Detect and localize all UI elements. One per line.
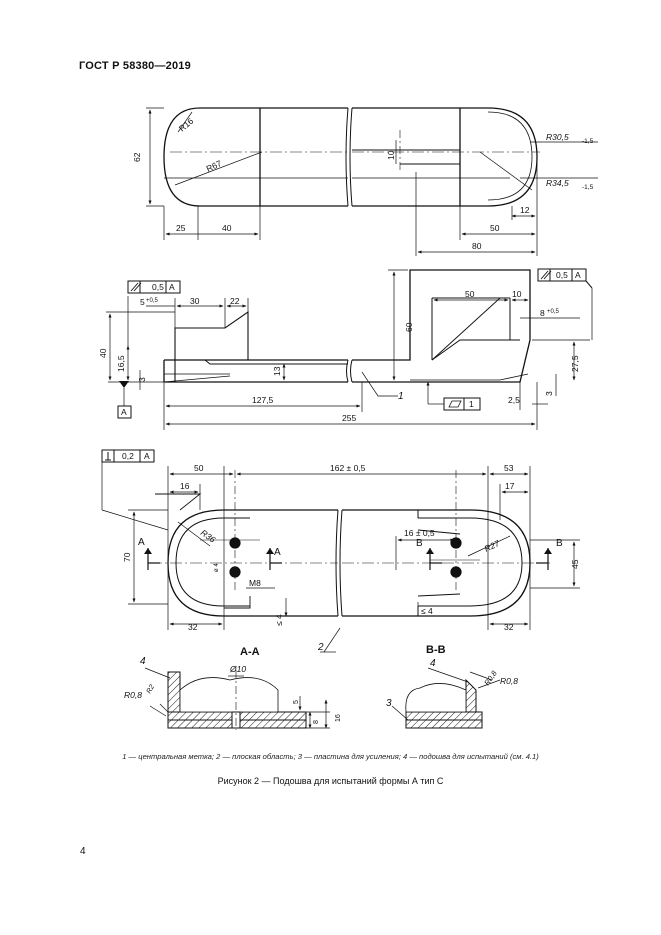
dim-r16: R16 — [177, 116, 196, 134]
page-number: 4 — [80, 846, 86, 857]
dim-45: 45 — [570, 559, 580, 569]
plan-datum: A — [144, 451, 150, 461]
radius-aa: R0,8 — [124, 690, 142, 700]
radius-r2: R2 — [146, 684, 157, 695]
dim-13: 13 — [272, 366, 282, 376]
flatness-frame — [443, 397, 481, 411]
standard-header: ГОСТ Р 58380—2019 — [79, 60, 191, 72]
plan-view-labels: 0,2 A 50 162 ± 0,5 53 16 17 R36 R27 16 ±… — [122, 451, 580, 653]
dim-30: 30 — [190, 296, 200, 306]
section-bb-title: B-B — [426, 644, 446, 656]
dim-16: 16 — [180, 481, 190, 491]
dim-17: 17 — [505, 481, 515, 491]
radius-bb-2: R0,8 — [500, 676, 518, 686]
dim-80: 80 — [472, 241, 482, 251]
callout-1: 1 — [398, 391, 404, 402]
tolerance-frame-left — [127, 280, 181, 294]
dim-r67: R67 — [205, 158, 224, 174]
section-b-right: B — [556, 538, 563, 549]
dim-8-sup: +0,5 — [547, 309, 560, 315]
dim-162: 162 ± 0,5 — [330, 463, 366, 473]
side-view-frames — [117, 268, 593, 419]
dim-16: 16 — [335, 714, 342, 722]
tol-right: 0,5 — [556, 270, 568, 280]
dim-12: 12 — [520, 205, 530, 215]
dim-50: 50 — [194, 463, 204, 473]
section-a-right: A — [274, 547, 281, 558]
dim-3: 3 — [137, 377, 147, 382]
dim-255: 255 — [342, 413, 356, 423]
radius-bb-1: R0,8 — [482, 668, 499, 687]
dim-25: 25 — [176, 223, 186, 233]
top-view — [146, 107, 598, 256]
callout-2: 2 — [317, 642, 324, 653]
dim-5: 5 — [140, 297, 145, 307]
plan-view — [101, 460, 580, 653]
dim-5: 5 — [293, 700, 300, 704]
side-view — [106, 269, 593, 430]
figure-caption: Рисунок 2 — Подошва для испытаний формы … — [217, 776, 444, 786]
dim-le4-right: ≤ 4 — [421, 606, 433, 616]
dim-8: 8 — [313, 720, 320, 724]
datum-left: A — [169, 282, 175, 292]
dim-22: 22 — [230, 296, 240, 306]
dim-127-5: 127,5 — [252, 395, 274, 405]
side-view-labels: 0,5 A 0,5 A +0,5 5 30 22 40 16,5 3 13 12… — [98, 270, 581, 423]
dim-40: 40 — [98, 348, 108, 358]
tol-left: 0,5 — [152, 282, 164, 292]
dim-32-left: 32 — [188, 622, 198, 632]
top-view-labels: R16 R67 62 10 R30,5 -1,5 R34,5 -1,5 25 4… — [132, 116, 594, 251]
callout-3: 3 — [386, 698, 392, 709]
dim-40: 40 — [222, 223, 232, 233]
section-aa — [144, 667, 330, 730]
plan-view-frames — [101, 449, 155, 463]
flatness-value: 1 — [469, 399, 474, 409]
callout-4-bb: 4 — [430, 658, 436, 669]
dim-60: 60 — [404, 322, 414, 332]
figure-legend: 1 — центральная метка; 2 — плоская облас… — [122, 752, 539, 761]
dim-50: 50 — [490, 223, 500, 233]
dim-r27: R27 — [483, 538, 502, 554]
dim-50: 50 — [465, 289, 475, 299]
dim-5-sup: +0,5 — [146, 298, 159, 304]
dim-r30-tol: -1,5 — [582, 138, 594, 145]
dim-62: 62 — [132, 152, 142, 162]
section-a-left: A — [138, 537, 145, 548]
callout-4-aa: 4 — [140, 656, 146, 667]
dim-r34: R34,5 — [546, 178, 569, 188]
dim-r30: R30,5 — [546, 132, 569, 142]
dim-70: 70 — [122, 552, 132, 562]
section-aa-title: A-A — [240, 646, 260, 658]
dim-le4-left: ≤ 4 — [274, 614, 284, 626]
dim-phi4: ø 4 — [214, 563, 220, 572]
datum-right: A — [575, 270, 581, 280]
dim-2-5: 2,5 — [508, 395, 520, 405]
thread-m8: M8 — [249, 578, 261, 588]
datum-box-a — [117, 405, 132, 419]
dim-8: 8 — [540, 308, 545, 318]
section-bb — [391, 667, 501, 729]
dim-3-right: 3 — [544, 391, 554, 396]
datum-a-label: A — [121, 407, 127, 417]
tolerance-frame-right — [537, 268, 587, 282]
dim-r34-tol: -1,5 — [582, 184, 594, 191]
plan-tol: 0,2 — [122, 451, 134, 461]
dim-16-5: 16,5 — [116, 355, 126, 372]
dim-r36: R36 — [199, 527, 218, 544]
dim-27-5: 27,5 — [570, 355, 580, 372]
dim-phi10: Ø10 — [229, 664, 246, 674]
section-b-left: B — [416, 538, 423, 549]
dim-53: 53 — [504, 463, 514, 473]
dim-10: 10 — [512, 289, 522, 299]
dim-10: 10 — [386, 150, 396, 160]
dim-32-right: 32 — [504, 622, 514, 632]
dim-16-05: 16 ± 0,5 — [404, 528, 435, 538]
perp-tolerance-frame — [101, 449, 155, 463]
